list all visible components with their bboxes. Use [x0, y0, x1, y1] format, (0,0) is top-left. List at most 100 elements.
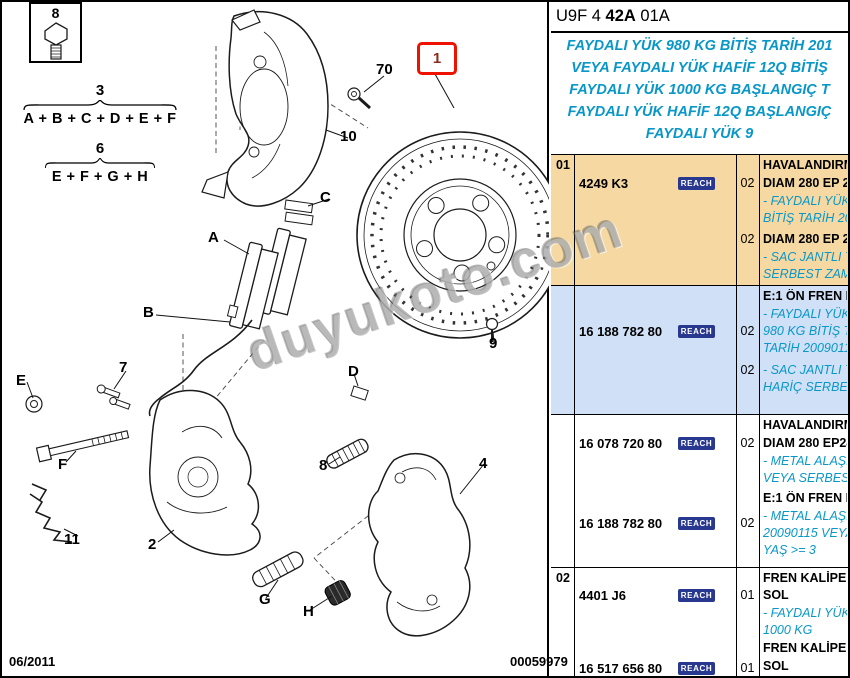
- column-divider: [574, 154, 575, 676]
- part-note: SERBEST ZAMA: [763, 267, 847, 281]
- boot-h-drawing: [324, 580, 351, 606]
- part-note: VEYA SERBEST: [763, 471, 847, 485]
- quantity: 02: [740, 363, 755, 377]
- part-description: E:1 ÖN FREN DİS: [763, 289, 847, 303]
- splash-shield-drawing: [201, 9, 329, 207]
- part-description: DIAM 280 EP24: [763, 436, 847, 450]
- part-number: 16 188 782 80: [579, 324, 663, 339]
- part-note: BİTİŞ TARİH 200: [763, 211, 847, 225]
- part-row-group-4401J6: 02 FREN KALİPERİ SOL 4401 J6 REACH 01 - …: [551, 567, 848, 676]
- sleeve-g-drawing: [252, 551, 304, 588]
- formula-6-number: 6: [95, 140, 105, 157]
- part-note: YAŞ >= 3: [763, 543, 816, 557]
- ref-number: 01: [556, 158, 570, 172]
- callout-F[interactable]: F: [58, 456, 68, 473]
- reach-badge[interactable]: REACH: [678, 177, 715, 190]
- title-code: 42A: [605, 7, 636, 25]
- part-note: 20090115 VEYA: [763, 526, 847, 540]
- reach-badge[interactable]: REACH: [678, 325, 715, 338]
- part-note: 980 KG BİTİŞ TA: [763, 324, 847, 338]
- leader-lines: [26, 73, 495, 611]
- callout-10[interactable]: 10: [340, 128, 357, 145]
- part-note: - FAYDALI YÜK 9: [763, 194, 847, 208]
- note-line: FAYDALI YÜK HAFİF 12Q BAŞLANGIÇ: [567, 104, 832, 120]
- quantity: 02: [740, 436, 755, 450]
- column-divider: [736, 154, 737, 676]
- bolts-7-drawing: [96, 384, 131, 410]
- part-note: - FAYDALI YÜK 1: [763, 307, 847, 321]
- brace-icon: [44, 158, 156, 168]
- callout-1-highlighted[interactable]: 1: [417, 42, 457, 75]
- brake-disc-drawing: [356, 131, 549, 339]
- brace-icon: [23, 100, 177, 110]
- sensor-wire-drawing: [148, 319, 253, 417]
- part-description: FREN KALİPERİ: [763, 641, 847, 655]
- callout-2[interactable]: 2: [148, 536, 157, 553]
- quantity: 01: [740, 588, 755, 602]
- note-line: FAYDALI YÜK 980 KG BİTİŞ TARİH 201: [566, 38, 833, 54]
- part-number: 16 517 656 80: [579, 661, 663, 676]
- brake-pads-drawing: [226, 227, 307, 330]
- part-description: FREN KALİPERİ: [763, 571, 847, 585]
- formula-3-number: 3: [95, 82, 105, 99]
- screw-9-drawing: [485, 317, 499, 342]
- pad-shims-drawing: [284, 199, 314, 226]
- applicability-notes: FAYDALI YÜK 980 KG BİTİŞ TARİH 201 VEYA …: [551, 35, 848, 145]
- clip-d-drawing: [350, 385, 369, 401]
- reach-badge[interactable]: REACH: [678, 589, 715, 602]
- part-note: - FAYDALI YÜK H: [763, 606, 847, 620]
- part-note: TARİH 20090114: [763, 341, 847, 355]
- document-number: 00059979: [510, 654, 568, 669]
- part-row-group-4249K3: 01 HAVALANDIRMA 4249 K3 REACH 02 DIAM 28…: [551, 154, 848, 285]
- part-description: DIAM 280 EP 24: [763, 176, 847, 190]
- part-note: - METAL ALAŞIM: [763, 454, 847, 468]
- callout-B[interactable]: B: [143, 304, 154, 321]
- note-line: FAYDALI YÜK 9: [645, 126, 754, 142]
- formula-6-expression: E + F + G + H: [51, 169, 149, 185]
- guide-pin-f-drawing: [35, 430, 130, 463]
- quantity: 01: [740, 661, 755, 675]
- callout-C[interactable]: C: [320, 189, 331, 206]
- callout-11[interactable]: 11: [64, 531, 80, 548]
- inset-part-box: 8: [29, 2, 82, 63]
- reach-badge[interactable]: REACH: [678, 437, 715, 450]
- parts-table-body: 01 HAVALANDIRMA 4249 K3 REACH 02 DIAM 28…: [551, 154, 848, 676]
- part-note: - SAC JANTLI TE: [763, 250, 847, 264]
- callout-E[interactable]: E: [16, 372, 27, 389]
- callout-8[interactable]: 8: [319, 457, 328, 474]
- bolt-icon: [43, 22, 68, 60]
- washer-e-drawing: [25, 395, 43, 413]
- formula-group-6: 6 E + F + G + H: [44, 140, 156, 185]
- part-number: 16 188 782 80: [579, 516, 663, 531]
- callout-4[interactable]: 4: [479, 455, 488, 472]
- callout-8-inset[interactable]: 8: [51, 5, 60, 21]
- callout-D[interactable]: D: [348, 363, 359, 380]
- callout-70[interactable]: 70: [376, 61, 393, 78]
- reach-badge[interactable]: REACH: [678, 517, 715, 530]
- carrier-bracket-drawing: [367, 452, 471, 637]
- slide-pin-8-drawing: [326, 438, 369, 469]
- callout-A[interactable]: A: [208, 229, 219, 246]
- note-line: VEYA FAYDALI YÜK HAFİF 12Q BİTİŞ: [571, 60, 828, 76]
- callout-H[interactable]: H: [303, 603, 314, 620]
- diagram-svg: [25, 9, 549, 637]
- reach-badge[interactable]: REACH: [678, 662, 715, 675]
- quantity: 02: [740, 516, 755, 530]
- part-note: - METAL ALAŞIM: [763, 509, 847, 523]
- part-row-group-1607872080: HAVALANDIRMA 16 078 720 80 REACH 02 DIAM…: [551, 414, 848, 567]
- plate-date: 06/2011: [9, 654, 56, 669]
- callout-G[interactable]: G: [259, 591, 271, 608]
- formula-3-expression: A + B + C + D + E + F: [23, 111, 177, 127]
- part-number: 4401 J6: [579, 588, 626, 603]
- spring-clip-11-drawing: [29, 483, 73, 543]
- caliper-drawing: [149, 389, 261, 556]
- part-description: HAVALANDIRMA: [763, 418, 847, 432]
- column-divider: [759, 154, 760, 676]
- ref-number: 02: [556, 571, 570, 585]
- callout-7[interactable]: 7: [119, 359, 128, 376]
- part-description: HAVALANDIRMA: [763, 158, 847, 172]
- callout-9[interactable]: 9: [489, 335, 498, 352]
- quantity: 02: [740, 232, 755, 246]
- part-description: E:1 ÖN FREN DİS: [763, 491, 847, 505]
